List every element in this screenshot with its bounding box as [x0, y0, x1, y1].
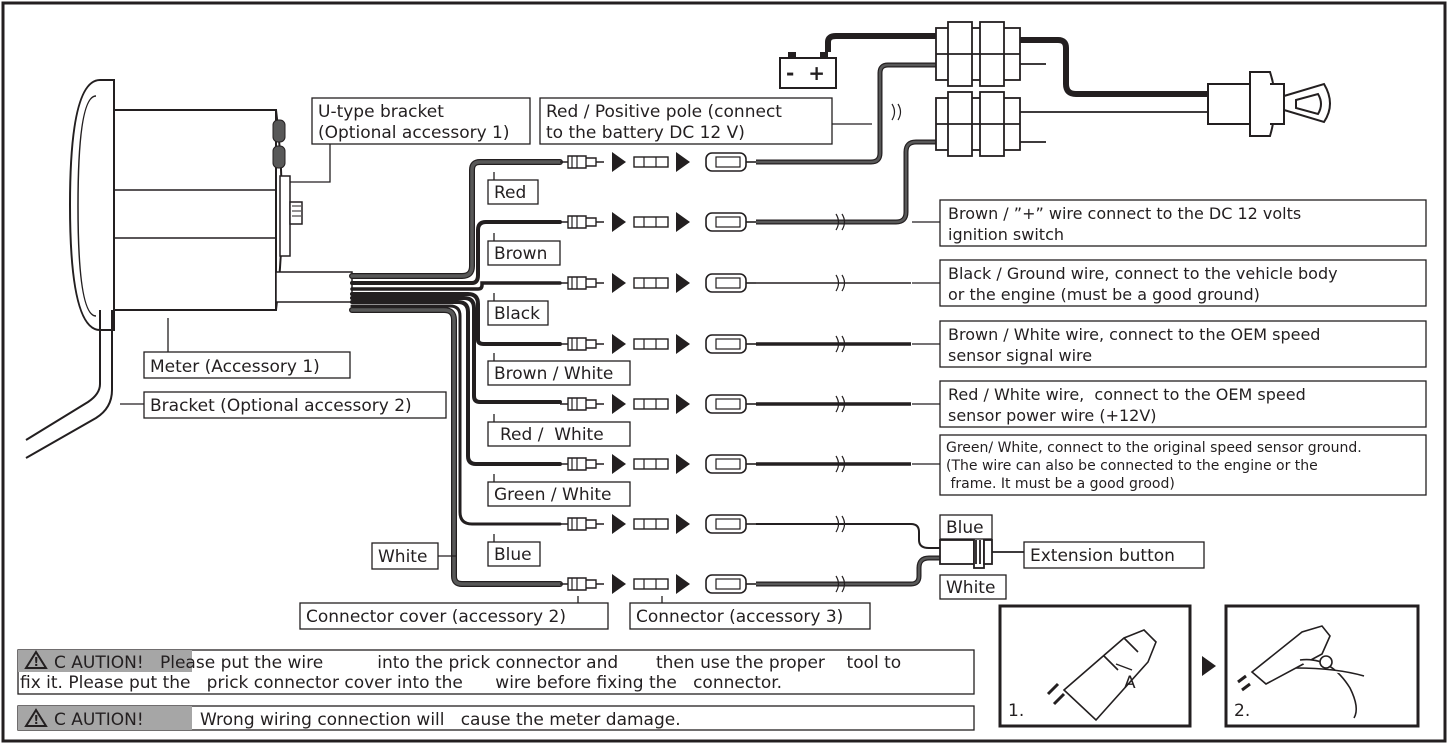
svg-text:Red: Red	[494, 183, 526, 203]
wire-desc-green-white: Green/ White, connect to the original sp…	[912, 434, 1427, 496]
caution-box-1: ! C AUTION! Please put the wire into the…	[17, 649, 975, 695]
callout-bracket: Bracket (Optional accessory 2)	[120, 391, 447, 419]
caution-box-2: ! C AUTION! Wrong wiring connection will…	[17, 705, 975, 731]
svg-text:sensor power wire (+12V): sensor power wire (+12V)	[948, 406, 1157, 425]
ignition-key-icon	[1207, 71, 1331, 137]
svg-text:Connector cover (accessory 2): Connector cover (accessory 2)	[306, 607, 566, 627]
wire-label-blue: Blue	[487, 534, 541, 567]
svg-text:Bracket (Optional accessory 2): Bracket (Optional accessory 2)	[150, 396, 412, 416]
callout-red-positive: Red / Positive pole (connect to the batt…	[539, 97, 872, 145]
wire-desc-brown: Brown / ”+” wire connect to the DC 12 vo…	[912, 199, 1427, 247]
wire-desc-brown-white: Brown / White wire, connect to the OEM s…	[912, 320, 1427, 368]
wire-label-black: Black	[487, 293, 549, 326]
step-arrow	[1202, 656, 1216, 676]
svg-text:Red / White: Red / White	[500, 425, 604, 445]
svg-text:A: A	[1124, 673, 1136, 693]
svg-text:frame. It must be a good grood: frame. It must be a good grood)	[946, 476, 1175, 492]
svg-text:!: !	[34, 655, 39, 669]
svg-text:!: !	[34, 713, 39, 727]
extension-button-icon	[939, 535, 1024, 569]
callout-extension-button: Extension button	[1023, 541, 1205, 569]
svg-text:C AUTION!: C AUTION!	[54, 710, 144, 730]
callout-connector: Connector (accessory 3)	[629, 596, 871, 630]
fuse-holders	[935, 21, 1208, 157]
wire-breaks	[835, 103, 902, 593]
svg-text:1.: 1.	[1008, 701, 1024, 721]
callout-meter: Meter (Accessory 1)	[143, 318, 351, 379]
svg-text:Blue: Blue	[946, 518, 984, 538]
svg-text:Brown: Brown	[494, 244, 547, 264]
svg-text:Red / Positive pole (connect: Red / Positive pole (connect	[546, 102, 782, 122]
svg-text:Green/ White, connect to the o: Green/ White, connect to the original sp…	[946, 440, 1362, 456]
warning-icon	[24, 708, 48, 727]
svg-text:Please put the wire i: Please put the wire into the prick conne…	[160, 653, 901, 673]
wire-label-green-white: Green / White	[487, 474, 631, 507]
svg-text:Extension button: Extension button	[1030, 546, 1175, 566]
wire-label-red-white: Red / White	[487, 414, 631, 447]
svg-text:U-type bracket: U-type bracket	[318, 102, 444, 122]
output-wires	[756, 62, 949, 587]
wire-desc-black: Black / Ground wire, connect to the vehi…	[912, 259, 1427, 307]
svg-text:fix it. Please put the prick: fix it. Please put the prick connector c…	[20, 673, 782, 693]
svg-text:Brown / ”+” wire connect to th: Brown / ”+” wire connect to the DC 12 vo…	[948, 204, 1301, 223]
svg-text:White: White	[378, 547, 427, 567]
svg-text:Wrong wiring connection will: Wrong wiring connection will cause the m…	[200, 710, 681, 730]
callout-white-main: White	[371, 542, 456, 570]
svg-text:C AUTION!: C AUTION!	[54, 653, 144, 673]
callout-white-right: White	[939, 574, 1007, 600]
svg-text:Meter (Accessory 1): Meter (Accessory 1)	[150, 357, 320, 377]
svg-text:(The wire can also be connecte: (The wire can also be connected to the e…	[946, 458, 1318, 474]
svg-text:Blue: Blue	[494, 545, 532, 565]
svg-text:Red / White wire, connect to: Red / White wire, connect to the OEM spe…	[948, 385, 1306, 404]
battery-icon: - +	[779, 33, 936, 89]
callout-connector-cover: Connector cover (accessory 2)	[299, 596, 609, 630]
svg-text:(Optional accessory 1): (Optional accessory 1)	[318, 123, 510, 143]
svg-text:to the battery DC 12 V): to the battery DC 12 V)	[546, 123, 745, 143]
svg-text:Black: Black	[494, 304, 540, 324]
prick-connector-icon	[1046, 629, 1157, 722]
pliers-icon	[1237, 625, 1365, 719]
svg-text:2.: 2.	[1234, 701, 1250, 721]
wire-label-brown-white: Brown / White	[487, 353, 631, 386]
warning-icon	[24, 650, 48, 669]
svg-text:White: White	[946, 578, 995, 598]
svg-text:Black / Ground wire, connect t: Black / Ground wire, connect to the vehi…	[948, 264, 1338, 283]
svg-text:Brown / White: Brown / White	[494, 364, 613, 384]
svg-text:- +: - +	[786, 61, 825, 85]
wire-label-brown: Brown	[487, 233, 561, 266]
svg-text:Brown / White wire, connect to: Brown / White wire, connect to the OEM s…	[948, 325, 1320, 344]
meter-illustration	[25, 79, 353, 459]
wire-harness	[349, 159, 563, 587]
callout-blue-right: Blue	[939, 514, 993, 540]
svg-text:Green / White: Green / White	[494, 485, 611, 505]
step-panel-1: A 1.	[998, 604, 1192, 728]
svg-text:or the engine (must be a good: or the engine (must be a good ground)	[948, 285, 1260, 304]
svg-text:sensor signal wire: sensor signal wire	[948, 346, 1092, 365]
callout-u-bracket: U-type bracket (Optional accessory 1)	[290, 97, 531, 183]
wire-desc-red-white: Red / White wire, connect to the OEM spe…	[912, 380, 1427, 428]
svg-text:Connector (accessory 3): Connector (accessory 3)	[636, 607, 843, 627]
wire-label-red: Red	[487, 172, 539, 205]
svg-text:ignition switch: ignition switch	[948, 225, 1064, 244]
step-panel-2: 2.	[1224, 604, 1420, 728]
